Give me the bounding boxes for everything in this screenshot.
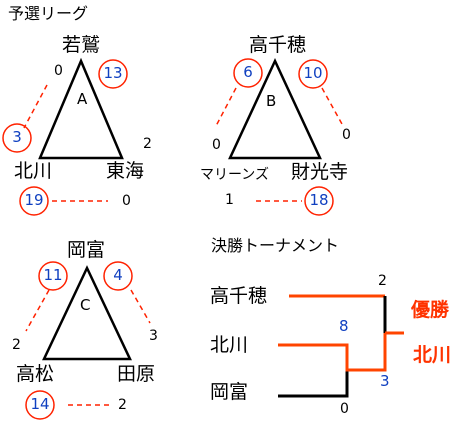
group-a xyxy=(2,57,128,216)
group-c-top-team: 岡富 xyxy=(67,239,106,261)
group-c-circle-4 xyxy=(103,261,133,291)
group-a-score-top-left: 0 xyxy=(54,63,63,79)
group-b-score-left: 0 xyxy=(212,137,221,153)
group-b-right-dash xyxy=(321,87,343,125)
group-c-score-top-left: 11 xyxy=(43,266,63,284)
bracket-okatomi-line xyxy=(278,370,349,398)
group-b-right-team: 財光寺 xyxy=(291,161,349,183)
group-c xyxy=(25,261,151,420)
group-a-circle-3 xyxy=(2,123,32,153)
group-a-score-bottom-right: 0 xyxy=(122,193,131,209)
group-b-circle-6 xyxy=(233,58,263,88)
group-b-circle-18 xyxy=(304,186,334,216)
qualifying-league-title: 予選リーグ xyxy=(8,4,89,23)
group-c-right-dash xyxy=(130,289,151,324)
group-a-circle-13 xyxy=(98,59,128,89)
group-b-top-team: 高千穂 xyxy=(249,34,307,56)
semifinal-score-okatomi: 0 xyxy=(340,401,349,417)
group-a-top-team: 若鷲 xyxy=(62,34,101,56)
group-c-letter: C xyxy=(80,296,91,314)
group-b-left-team: マリーンズ xyxy=(200,167,270,183)
group-c-triangle xyxy=(42,265,132,361)
group-b-left-dash xyxy=(215,87,237,127)
group-a-left-team: 北川 xyxy=(14,160,53,182)
group-b-score-bottom-right: 18 xyxy=(309,191,329,209)
group-a-right-team: 東海 xyxy=(106,160,145,182)
group-c-score-bottom-right: 2 xyxy=(118,397,127,413)
group-c-circle-14 xyxy=(25,390,55,420)
tournament-team-kitagawa: 北川 xyxy=(210,334,249,356)
group-b-triangle xyxy=(228,58,322,160)
tournament-team-okatomi: 岡富 xyxy=(210,381,249,403)
tournament-bracket xyxy=(278,294,404,398)
group-a-score-top-right: 13 xyxy=(103,64,123,82)
group-c-score-left: 2 xyxy=(12,337,21,353)
group-c-score-right: 3 xyxy=(149,328,158,344)
group-a-score-right: 2 xyxy=(143,136,152,152)
group-b xyxy=(215,58,343,216)
winner-label: 優勝 xyxy=(411,299,450,321)
group-a-score-left: 3 xyxy=(12,128,22,146)
group-a-circle-19 xyxy=(19,186,49,216)
bracket-kitagawa-line xyxy=(278,333,387,372)
group-b-letter: B xyxy=(266,92,277,110)
group-b-score-top-left: 6 xyxy=(243,63,253,81)
group-b-score-top-right: 10 xyxy=(303,64,323,82)
group-c-left-dash xyxy=(25,289,50,332)
semifinal-score-kitagawa: 8 xyxy=(339,317,349,335)
tournament-team-takachiho: 高千穂 xyxy=(210,285,268,307)
group-a-letter: A xyxy=(77,90,88,108)
winner-team: 北川 xyxy=(413,344,452,366)
group-b-score-bottom-left: 1 xyxy=(225,192,234,208)
group-b-circle-10 xyxy=(298,59,328,89)
group-c-circle-11 xyxy=(38,261,68,291)
final-score-kitagawa: 3 xyxy=(380,372,390,390)
group-a-score-bottom-left: 19 xyxy=(24,191,44,209)
final-score-takachiho: 2 xyxy=(378,273,387,289)
group-a-left-dash xyxy=(23,84,48,129)
group-c-score-top-right: 4 xyxy=(113,266,123,284)
group-c-left-team: 高松 xyxy=(16,363,55,385)
group-a-triangle xyxy=(38,57,124,160)
tournament-title: 決勝トーナメント xyxy=(211,236,340,255)
group-b-score-right: 0 xyxy=(342,127,351,143)
group-c-right-team: 田原 xyxy=(117,363,156,385)
group-c-score-bottom-left: 14 xyxy=(30,395,50,413)
